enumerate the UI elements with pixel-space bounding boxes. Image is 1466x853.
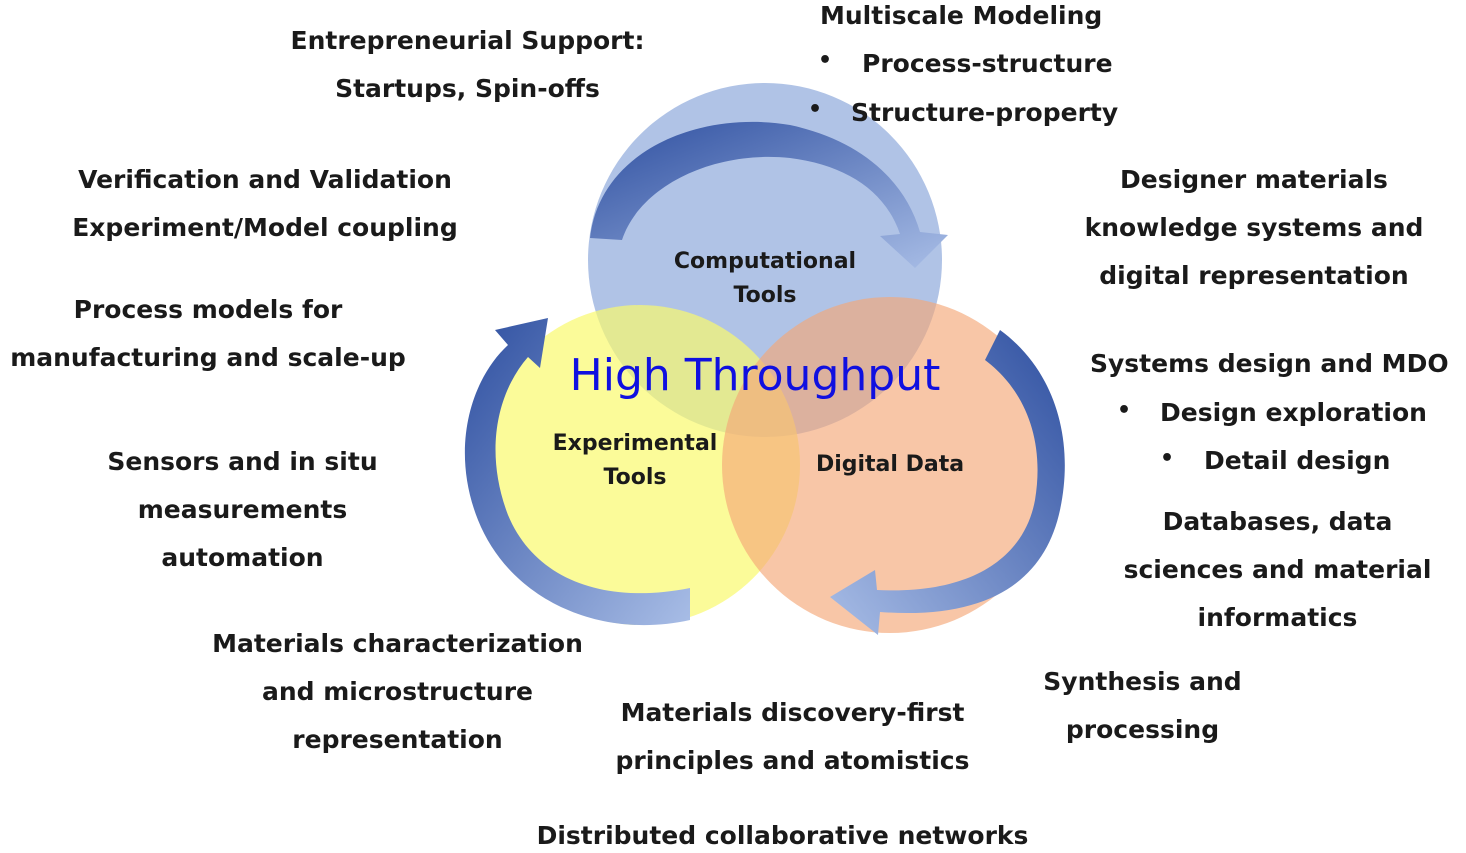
label-line: Startups, Spin-offs [335,74,600,103]
label-line: representation [292,725,503,754]
label-line: processing [1065,715,1220,744]
label-line: Experiment/Model coupling [72,213,458,242]
multiscale-modeling-title: Multiscale Modeling [820,1,1103,30]
cycle-arrow-top [590,121,948,269]
label-line: Tools [603,465,667,490]
systems-item: Design exploration [1160,398,1427,427]
digital-data-circle [722,297,1058,633]
systems-design-title: Systems design and MDO [1090,349,1449,378]
designer-materials-label: Designer materials knowledge systems and… [1070,156,1438,300]
label-line: Databases, data [1162,507,1393,536]
label-line: automation [161,543,324,572]
process-models-label: Process models for manufacturing and sca… [0,286,416,382]
sensors-label: Sensors and in situ measurements automat… [90,438,395,582]
label-line: Process models for [73,295,343,324]
label-line: Computational [673,249,857,274]
label-line: and microstructure [261,677,534,706]
synthesis-processing-label: Synthesis and processing [1035,658,1250,754]
cycle-arrow-right [830,330,1065,635]
entrepreneurial-support-label: Entrepreneurial Support: Startups, Spin-… [260,17,675,113]
systems-item: Detail design [1204,446,1391,475]
experimental-tools-label: Experimental Tools [535,427,735,495]
label-line: Synthesis and [1043,667,1242,696]
materials-characterization-label: Materials characterization and microstru… [200,620,595,764]
materials-discovery-label: Materials discovery-first principles and… [600,689,985,785]
label-line: knowledge systems and [1084,213,1424,242]
bullet-icon: • [1117,398,1132,423]
label-line: sciences and material [1123,555,1432,584]
multiscale-item: Structure-property [851,98,1119,127]
digital-data-label: Digital Data [790,448,990,482]
experimental-circle [480,305,800,625]
cycle-arrow-left [464,318,690,626]
label-line: Entrepreneurial Support: [290,26,645,55]
label-line: Experimental [552,431,718,456]
label-line: Designer materials [1120,165,1388,194]
label-line: Verification and Validation [78,165,452,194]
label-line: manufacturing and scale-up [10,343,406,372]
bullet-icon: • [1160,446,1175,471]
label-line: informatics [1197,603,1358,632]
distributed-networks-label: Distributed collaborative networks [536,821,1029,850]
computational-tools-label: Computational Tools [655,245,875,313]
multiscale-item: Process-structure [862,49,1113,78]
center-title: High Throughput [569,350,941,401]
databases-label: Databases, data sciences and material in… [1110,498,1445,642]
label-line: measurements [137,495,348,524]
label-line: Digital Data [815,452,965,477]
label-line: Materials discovery-first [620,698,965,727]
label-line: Sensors and in situ [107,447,378,476]
bullet-icon: • [808,97,823,122]
label-line: principles and atomistics [615,746,970,775]
label-line: Tools [733,283,797,308]
label-line: digital representation [1099,261,1409,290]
bullet-icon: • [818,48,833,73]
label-line: Materials characterization [212,629,583,658]
verification-validation-label: Verification and Validation Experiment/M… [50,156,480,252]
